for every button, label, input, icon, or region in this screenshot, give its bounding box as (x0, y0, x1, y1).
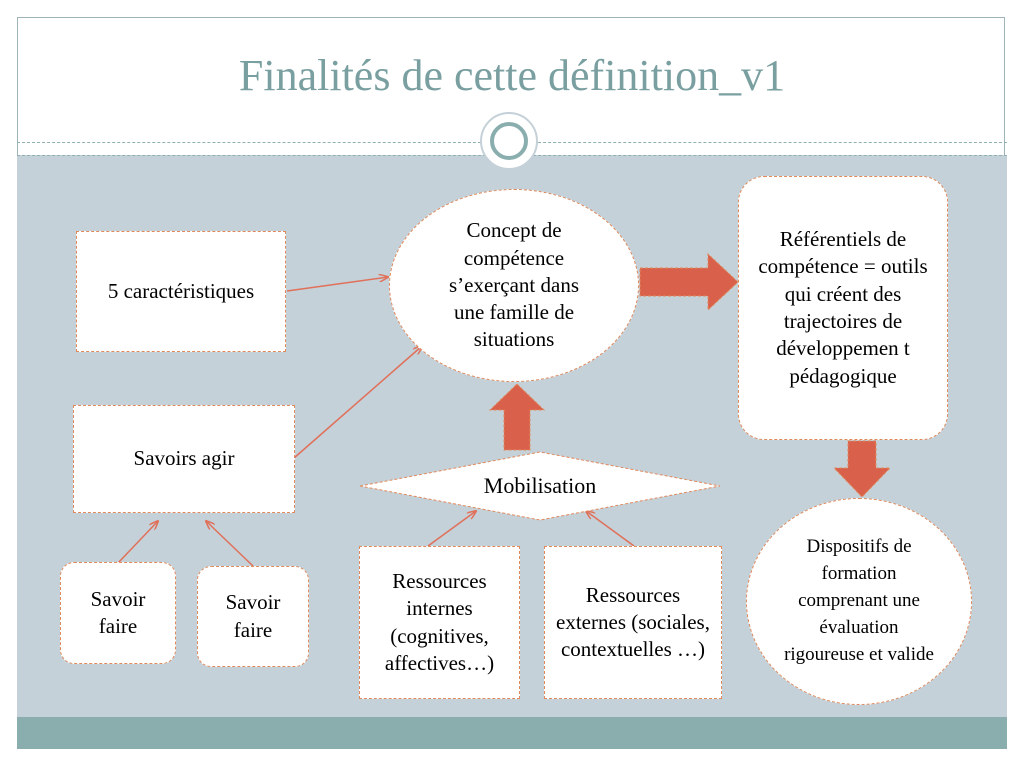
node-referentiels: Référentiels de compétence = outils qui … (738, 176, 948, 440)
node-dispositifs: Dispositifs de formation comprenant une … (746, 498, 972, 705)
node-savoir-faire-1: Savoir faire (60, 562, 176, 664)
node-ressources-internes-label: Ressources internes (cognitives, affecti… (384, 568, 495, 675)
mobilisation-diamond (359, 451, 721, 521)
arrow-right-to-referentiels (639, 252, 739, 312)
node-concept: Concept de compétence s’exerçant dans un… (389, 189, 639, 382)
connector-caracteristiques-to-concept (286, 277, 388, 292)
node-concept-label: Concept de compétence s’exerçant dans un… (448, 218, 580, 352)
node-mobilisation-label: Mobilisation (483, 473, 597, 498)
node-referentiels-label: Référentiels de compétence = outils qui … (758, 227, 928, 388)
node-savoirs-agir: Savoirs agir (73, 405, 295, 513)
connector-savoir-faire-1-to-savoirs-agir (117, 521, 158, 564)
connector-savoirs-agir-to-concept (293, 346, 422, 459)
slide-title: Finalités de cette définition_v1 (238, 51, 786, 100)
node-ressources-externes-label: Ressources externes (sociales, contextue… (556, 582, 710, 662)
arrow-up-to-concept (488, 383, 546, 451)
node-dispositifs-label: Dispositifs de formation comprenant une … (784, 536, 934, 665)
node-ressources-externes: Ressources externes (sociales, contextue… (544, 546, 722, 699)
node-ressources-internes: Ressources internes (cognitives, affecti… (359, 546, 520, 699)
node-savoirs-agir-label: Savoirs agir (133, 446, 235, 471)
node-caracteristiques: 5 caractéristiques (76, 231, 286, 352)
node-savoir-faire-2-label: Savoir faire (225, 590, 281, 642)
connector-savoir-faire-2-to-savoirs-agir (206, 521, 254, 567)
node-caracteristiques-label: 5 caractéristiques (107, 278, 255, 303)
footer-band (17, 717, 1007, 749)
arrow-down-to-dispositifs (832, 440, 892, 498)
node-savoir-faire-2: Savoir faire (197, 566, 309, 667)
connector-ressources-internes-to-mobilisation (427, 511, 476, 547)
ring-ornament-icon (480, 112, 538, 170)
connector-ressources-externes-to-mobilisation (586, 511, 635, 547)
node-savoir-faire-1-label: Savoir faire (90, 586, 146, 638)
